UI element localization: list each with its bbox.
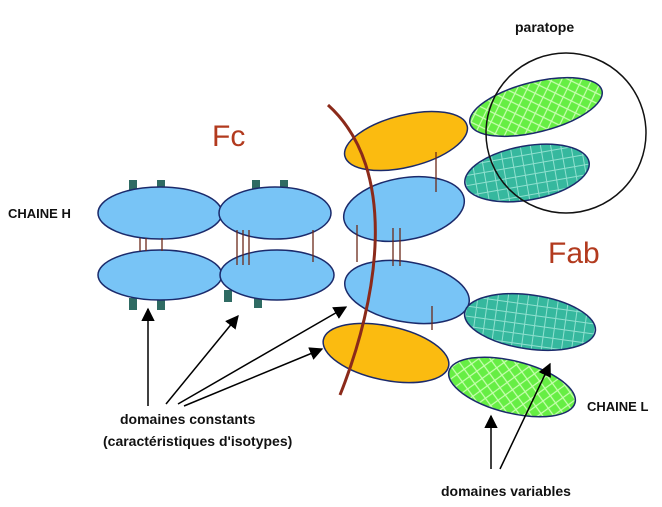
heavy-chain-ch2-top (219, 187, 331, 239)
light-chain-cl-bottom (318, 313, 454, 392)
fab-label: Fab (548, 237, 600, 270)
heavy-chain-vh-bottom (461, 286, 599, 358)
variable-domains-label: domaines variables (441, 483, 571, 499)
paratope-label: paratope (515, 19, 574, 35)
chain-l-label: CHAINE L (587, 399, 648, 414)
light-chain-vl-bottom (443, 346, 582, 428)
heavy-chain-ch3-top (98, 187, 222, 239)
constant-domains-label: domaines constants (120, 411, 256, 427)
constant-domain-arrows (148, 307, 346, 406)
constant-domains-sublabel: (caractéristiques d'isotypes) (103, 433, 292, 449)
light-chain-cl-top (339, 101, 474, 182)
chain-h-label: CHAINE H (8, 206, 71, 221)
heavy-chain-vh-top (460, 135, 593, 210)
fc-label: Fc (212, 120, 245, 153)
heavy-chain-ch1-top (339, 168, 470, 250)
heavy-chain-ch1-bottom (340, 252, 475, 333)
heavy-chain-ch3-bottom (98, 250, 222, 300)
